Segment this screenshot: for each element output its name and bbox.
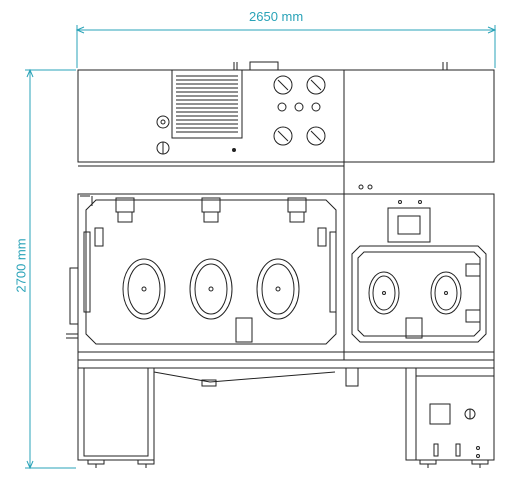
pressure-gauge-icon: [273, 75, 326, 146]
control-screen-icon: [387, 207, 431, 243]
feet: [87, 459, 489, 468]
indicator-light-icon: [277, 102, 321, 112]
left-window: [85, 199, 337, 345]
width-dimension: [75, 25, 497, 68]
width-dimension-label: 2650 mm: [249, 9, 304, 24]
door-handle-icon: [115, 197, 307, 223]
machine-outline: [66, 61, 495, 468]
vent-grille-icon: [171, 69, 243, 139]
glove-port-icon: [122, 258, 300, 320]
height-dimension: [25, 68, 76, 470]
height-dimension-label: 2700 mm: [13, 238, 29, 293]
top-housing: [77, 69, 495, 163]
